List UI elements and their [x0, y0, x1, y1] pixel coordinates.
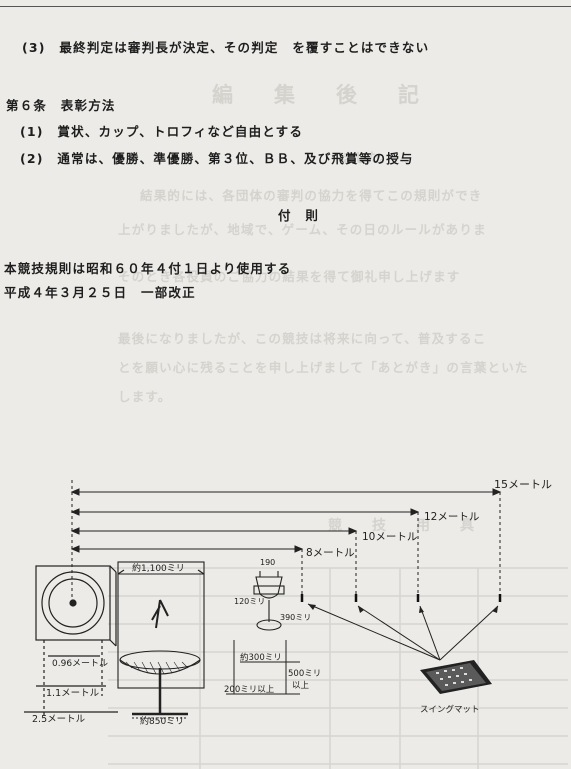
dimension-label: 390ミリ	[280, 613, 311, 622]
bleed-through-text: ました。	[342, 150, 393, 165]
bleed-through-text: そのとき各役員のご協力の結果を得て御礼申し上げます	[118, 269, 461, 284]
stand-dimensions	[226, 640, 300, 695]
distance-label-15m: 15メートル	[494, 478, 552, 491]
dimension-label: 120ミリ	[234, 597, 265, 606]
bleed-through-text: 結果的には、各団体の審判の協力を得てこの規則ができ	[140, 188, 483, 203]
article-6-item-1: (1) 賞状、カップ、トロフィなど自由とする	[20, 124, 304, 139]
bowl-hatching	[125, 661, 189, 675]
dimension-label: 2.5メートル	[32, 714, 86, 725]
supplement-line-2: 平成４年３月２５日 一部改正	[4, 285, 196, 300]
dimension-label: 約850ミリ	[140, 715, 184, 727]
article-6-item-2: (2) 通常は、優勝、準優勝、第３位、ＢＢ、及び飛賞等の授与	[20, 151, 414, 166]
mat-arrows	[307, 603, 499, 661]
bleed-through-text: します。	[118, 389, 172, 404]
article-6-heading: 第６条 表彰方法	[6, 98, 116, 113]
bleed-through-text: とを願い心に残ることを申し上げまして「あとがき」の言葉といた	[118, 360, 529, 375]
bowl-stand	[117, 561, 205, 719]
bleed-through-title: 編 集 後 記	[212, 83, 429, 107]
rule-item-3: (3) 最終判定は審判長が決定、その判定 を覆すことはできない	[22, 40, 430, 55]
swing-mat-label: スイングマット	[420, 704, 480, 715]
dimension-label: 以上	[292, 681, 310, 691]
supplementary-provisions-heading: 付 則	[278, 208, 320, 223]
dimension-label: 500ミリ	[288, 669, 321, 679]
goblet	[253, 571, 285, 631]
distance-label-8m: 8メートル	[306, 547, 355, 559]
swing-mat	[420, 660, 492, 694]
bleed-through-text: 上がりましたが、地域で、ゲーム、その日のルールがありま	[118, 222, 487, 237]
dimension-label: 約1,100ミリ	[132, 562, 185, 574]
dimension-label: 200ミリ以上	[224, 685, 275, 695]
target-board	[24, 565, 118, 718]
bleed-through-table	[108, 567, 568, 769]
distance-label-12m: 12メートル	[424, 511, 479, 523]
top-rule	[0, 6, 571, 7]
bleed-through-text: 最後になりましたが、この競技は将来に向って、普及するこ	[118, 331, 487, 346]
throw-markers	[300, 594, 502, 602]
dimension-label: 約300ミリ	[240, 652, 282, 663]
dimension-label: 190	[260, 558, 275, 567]
dimension-label: 1.1メートル	[46, 688, 100, 699]
distance-lines	[70, 480, 502, 600]
supplement-line-1: 本競技規則は昭和６０年４付１日より使用する	[4, 261, 292, 276]
bleed-through-table-title: 競 技 用 具	[328, 518, 482, 534]
dimension-label: 0.96メートル	[52, 659, 108, 669]
distance-label-10m: 10メートル	[362, 531, 417, 543]
